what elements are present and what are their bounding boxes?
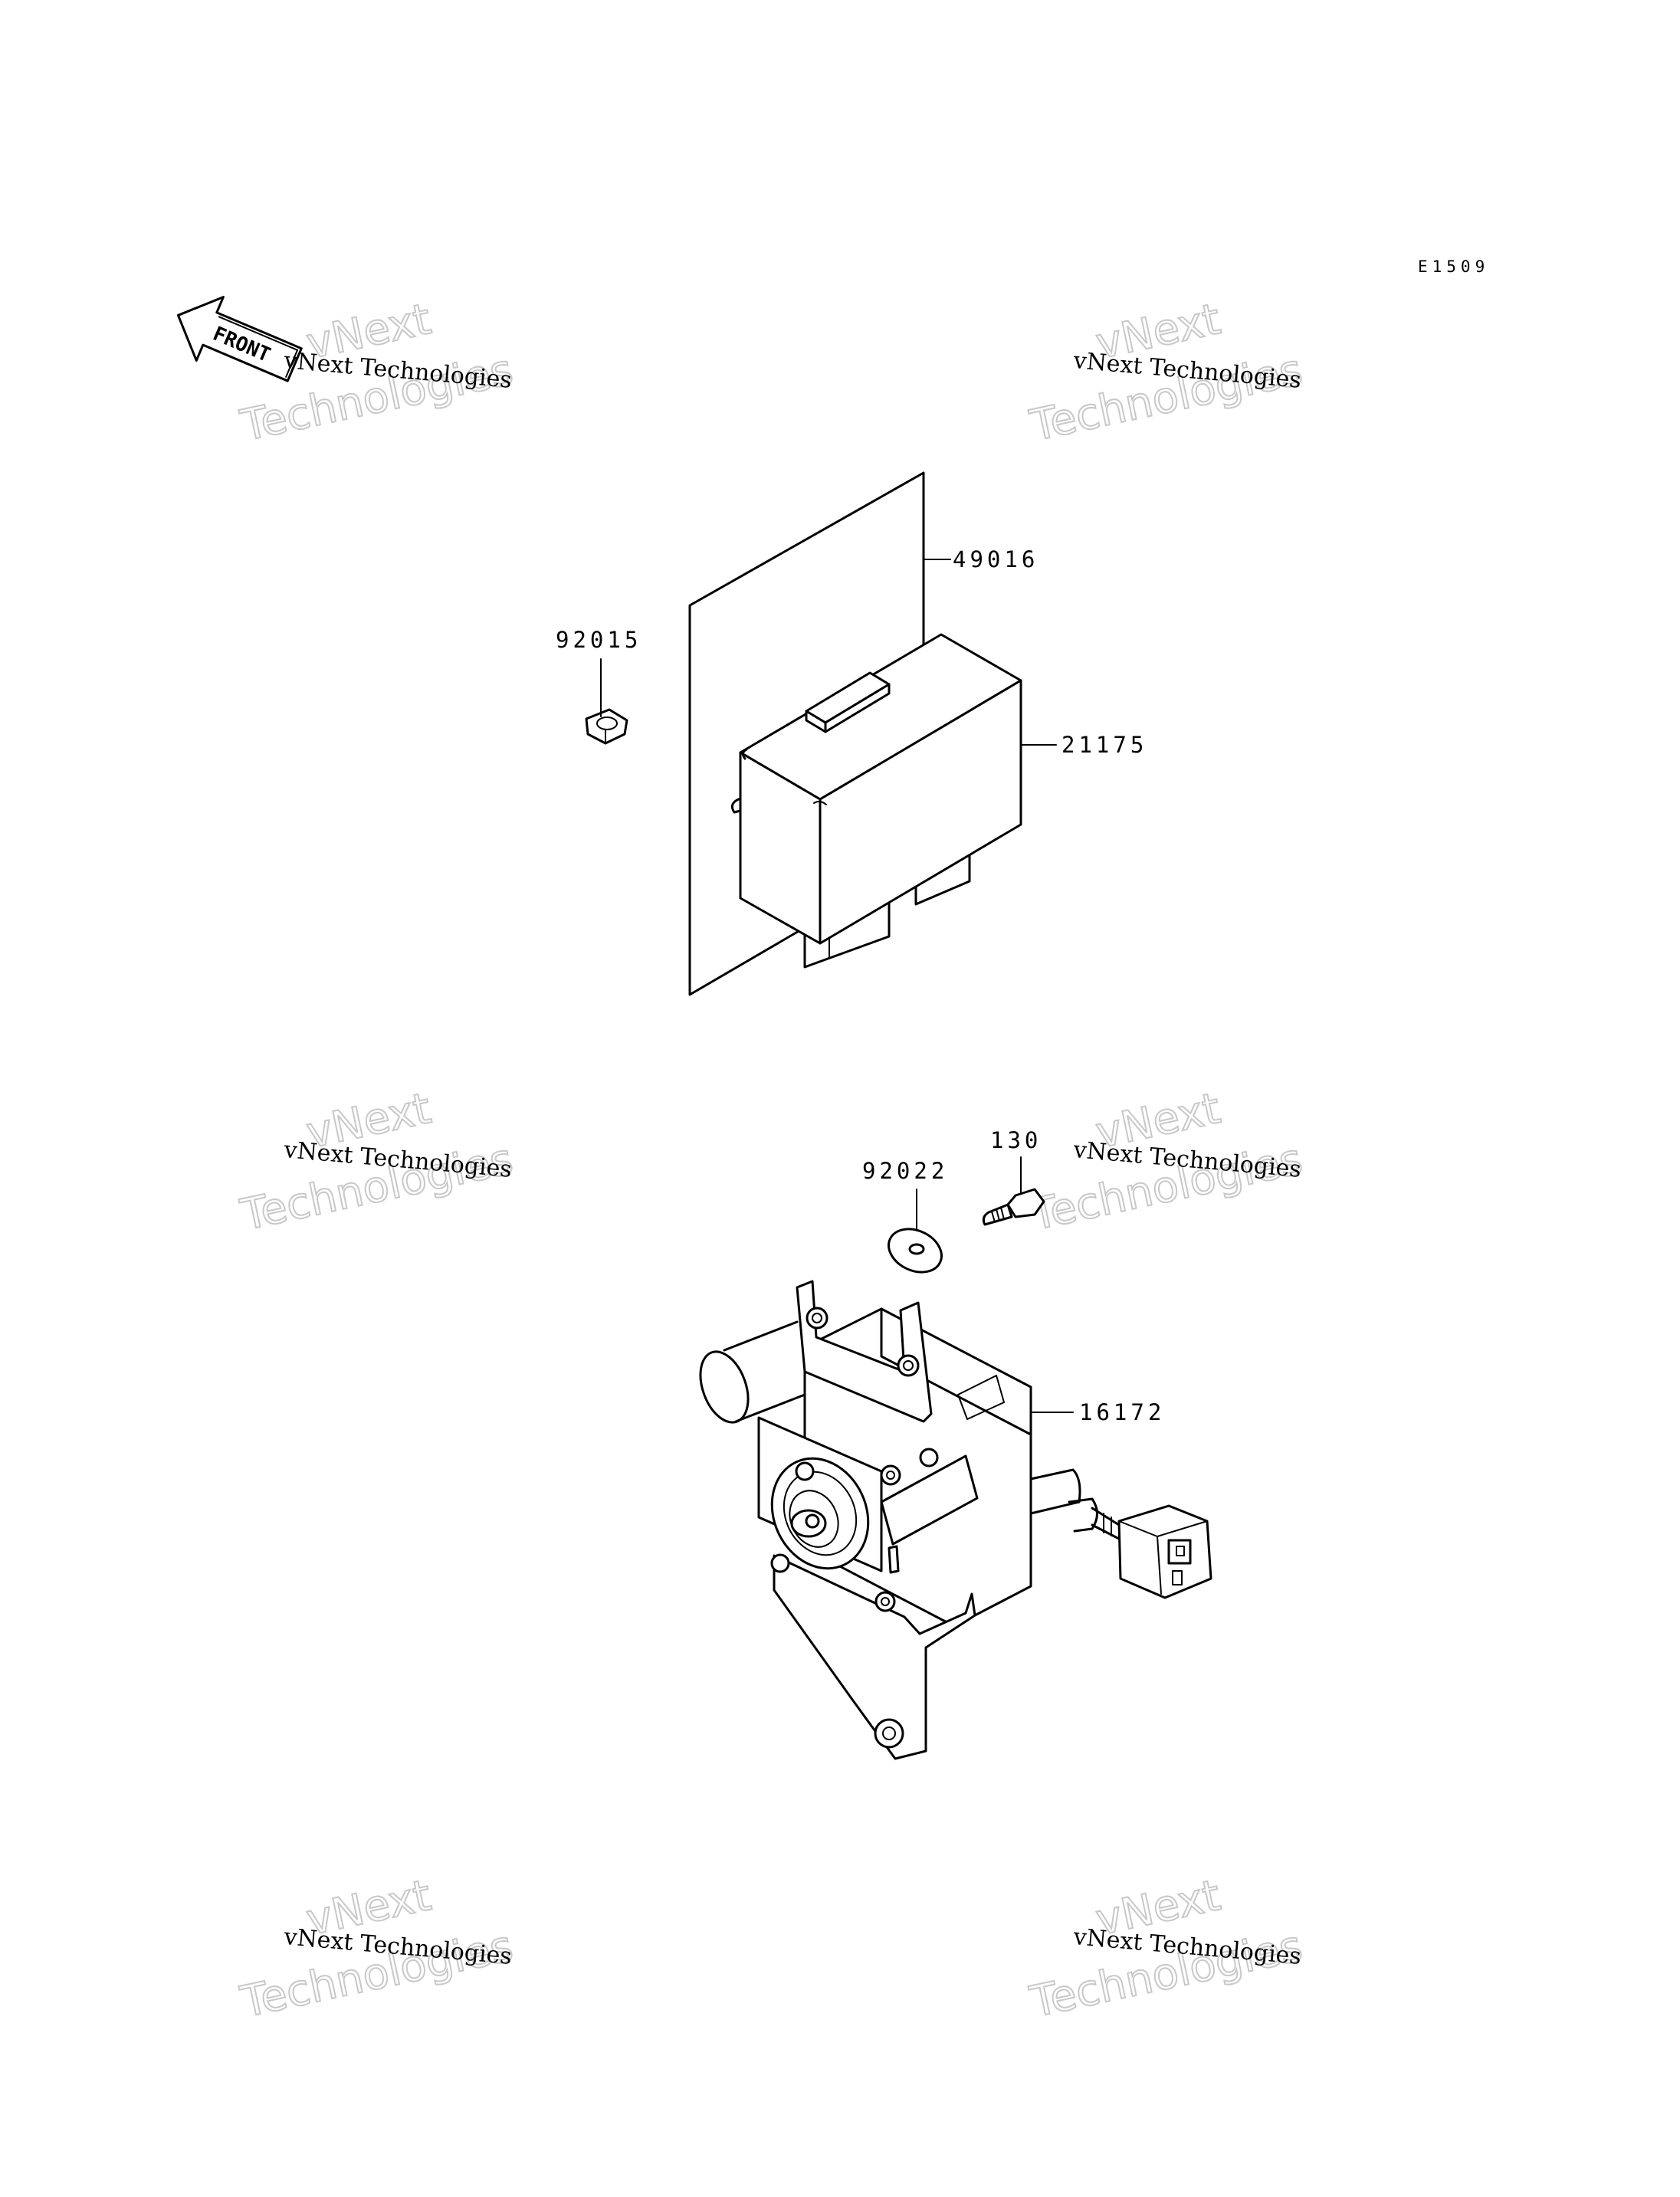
control-unit-21175 [730,633,1022,969]
actuator-16172 [699,1280,1212,1760]
watermark: vNext Technologies vNext Technologies [235,1083,517,1241]
nut-92015 [585,708,628,745]
watermark: vNext Technologies vNext Technologies [1025,1870,1307,2028]
front-arrow-icon: FRONT [176,296,303,382]
diagram-code: E1509 [1418,257,1489,276]
watermark: vNext Technologies vNext Technologies [1025,293,1307,452]
watermark: vNext Technologies vNext Technologies [235,1870,517,2028]
part-label-92022: 92022 [862,1158,948,1184]
part-label-92015: 92015 [556,627,641,653]
leader-lines [600,559,1074,1413]
part-label-16172: 16172 [1079,1399,1165,1425]
part-label-130: 130 [990,1127,1042,1153]
washer-92022 [888,1228,943,1274]
part-label-21175: 21175 [1061,732,1147,758]
part-label-49016: 49016 [953,546,1039,572]
bolt-130 [982,1188,1045,1226]
watermark: vNext Technologies vNext Technologies [1025,1083,1307,1241]
